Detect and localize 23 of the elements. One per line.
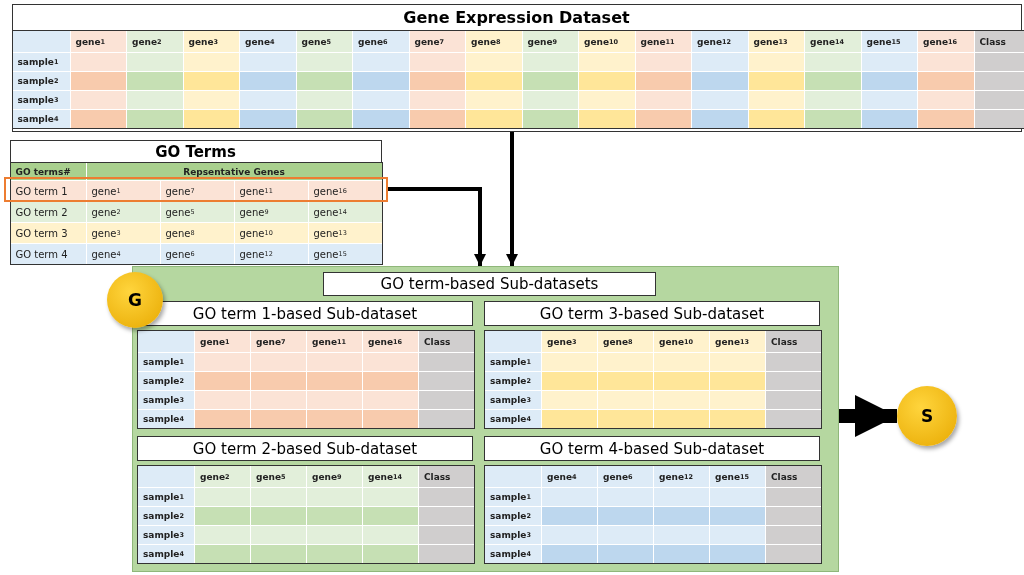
circle-letter: S (920, 406, 934, 426)
arrow (506, 132, 518, 266)
column-header: Class (419, 466, 474, 487)
column-header: Class (766, 466, 821, 487)
column-header: Class (419, 331, 474, 352)
column-header: Class (974, 31, 1024, 52)
circle-node (107, 272, 163, 328)
arrow (387, 187, 486, 266)
row-header: GO term 4 (10, 244, 86, 264)
arrow (839, 395, 897, 437)
table-title: Gene Expression Dataset (402, 6, 631, 29)
row-header: GO term 1 (10, 181, 86, 201)
panel-title: GO term-based Sub-datasets (323, 272, 656, 296)
row-header: GO term 2 (10, 202, 86, 222)
row-header: GO term 3 (10, 223, 86, 243)
column-header: Class (766, 331, 821, 352)
sub-dataset-title: GO term 3-based Sub-dataset (484, 301, 820, 326)
circle-node (897, 386, 957, 446)
highlight-box (3, 176, 388, 202)
sub-dataset-title: GO term 2-based Sub-dataset (137, 436, 473, 461)
table-title: GO Terms (154, 141, 237, 162)
dataset-table (12, 4, 1022, 132)
sub-dataset-title: GO term 4-based Sub-dataset (484, 436, 820, 461)
